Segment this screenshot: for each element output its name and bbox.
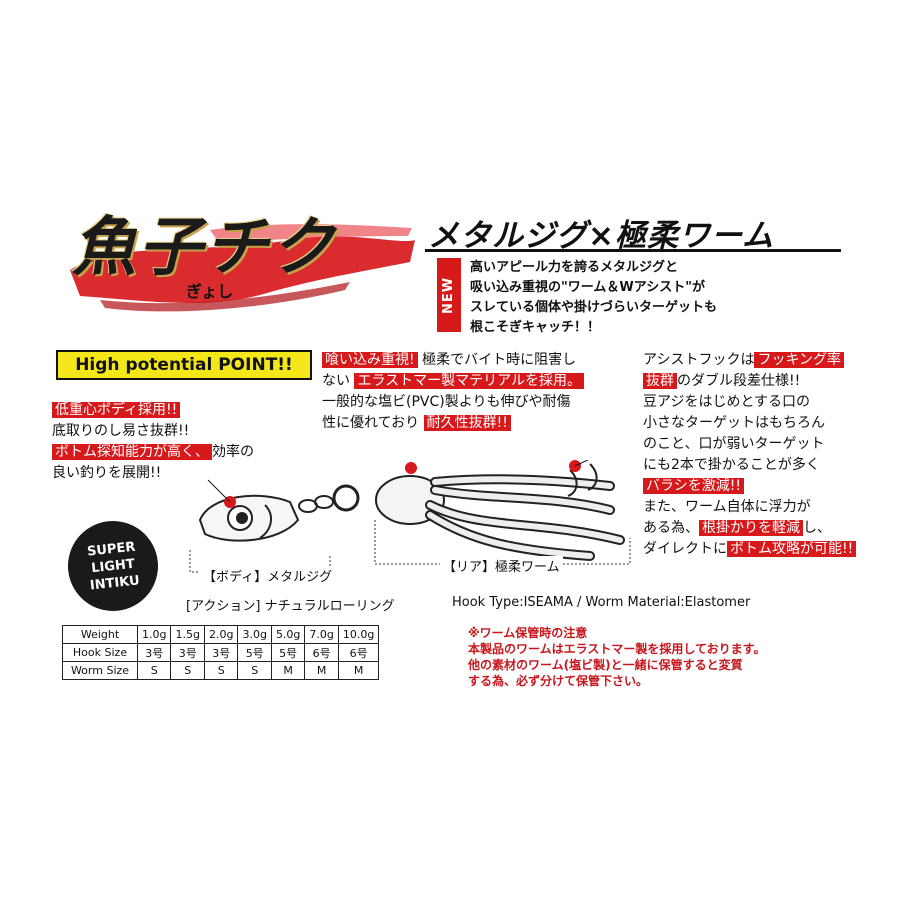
lure-illustration [189,460,631,573]
table-cell: 6号 [337,643,380,662]
hook-feature-highlight: ボトム攻略が可能!! [727,541,857,557]
product-title-ruby: ぎょし [186,282,234,301]
hook-feature-highlight: バラシを激減!! [643,478,744,494]
hook-material-info: Hook Type:ISEAMA / Worm Material:Elastom… [452,595,751,610]
intro-line: 高いアピール力を誇るメタルジグと [470,260,679,275]
notes-line: 本製品のワームはエラストマー製を採用しております。 [468,642,766,656]
notes-line: 他の素材のワーム(塩ビ製)と一緒に保管すると変質 [468,658,743,672]
worm-feature-text: ない [322,373,350,389]
storage-notes: ※ワーム保管時の注意 本製品のワームはエラストマー製を採用しております。 他の素… [468,625,765,689]
table-cell: 5号 [270,643,306,662]
body-feature-text: 効率の [212,444,254,460]
body-feature-highlight: 低重心ボディ採用!! [52,402,181,418]
hook-feature-text: ダイレクトに [643,541,727,557]
super-light-intiku-badge: SUPER LIGHT INTIKU [63,516,163,616]
table-cell: M [270,661,306,680]
body-feature: 低重心ボディ採用!! 底取りのし易さ抜群!! ボトム探知能力が高く、効率の 良い… [52,400,254,484]
hook-feature-line: 豆アジをはじめとする口の [643,394,811,410]
table-cell: S [136,661,172,680]
worm-feature-highlight: エラストマー製マテリアルを採用。 [354,373,585,389]
body-feature-highlight: ボトム探知能力が高く、 [52,444,212,460]
table-cell: 1.5g [170,625,205,644]
rear-label: 【リア】極柔ワーム [440,556,563,575]
table-row: Worm Size S S S S M M M [62,661,380,680]
table-row: Weight 1.0g 1.5g 2.0g 3.0g 5.0g 7.0g 10.… [62,625,380,644]
body-label: 【ボディ】メタルジグ [200,566,336,585]
worm-feature-text: 性に優れており [322,415,420,431]
row-header: Hook Size [62,643,138,662]
row-header: Weight [62,625,138,644]
hook-feature: アシストフックはフッキング率 抜群のダブル段差仕様!! 豆アジをはじめとする口の… [643,350,857,560]
hook-feature-text: し、 [803,520,831,536]
table-cell: S [237,661,272,680]
hook-feature-text: アシストフックは [643,352,755,368]
worm-feature-highlight: 耐久性抜群!! [423,415,511,431]
intro-text: 高いアピール力を誇るメタルジグと 吸い込み重視の"ワーム＆Wアシスト"が スレて… [470,258,870,338]
notes-line: する為、必ず分けて保管下さい。 [468,674,649,688]
table-cell: 1.0g [136,625,172,644]
new-badge: NEW [437,258,461,332]
intro-line: 吸い込み重視の"ワーム＆Wアシスト"が [470,280,705,295]
notes-line: ※ワーム保管時の注意 [468,626,588,640]
table-cell: 7.0g [304,625,339,644]
hook-feature-text: のダブル段差仕様!! [677,373,801,389]
product-subtitle: メタルジグ×極柔ワーム [428,218,775,254]
table-cell: 3.0g [237,625,272,644]
table-cell: 10.0g [337,625,380,644]
worm-feature-text: 極柔でバイト時に阻害し [422,352,577,368]
hook-feature-line: のこと、口が弱いターゲット [643,436,825,452]
table-cell: 5号 [237,643,272,662]
hook-feature-text: ある為、 [643,520,699,536]
table-row: Hook Size 3号 3号 3号 5号 5号 6号 6号 [62,643,380,662]
table-cell: M [304,661,339,680]
red-brush-stroke [70,224,415,312]
hook-feature-highlight: 抜群 [643,373,677,389]
table-cell: M [337,661,380,680]
hook-feature-line: にも2本で掛かることが多く [643,457,820,473]
table-cell: 2.0g [203,625,239,644]
spec-table: Weight 1.0g 1.5g 2.0g 3.0g 5.0g 7.0g 10.… [62,625,380,680]
intro-line: 根こそぎキャッチ！！ [470,320,601,335]
row-header: Worm Size [62,661,138,680]
table-cell: S [170,661,205,680]
worm-feature-line: 一般的な塩ビ(PVC)製よりも伸びや耐傷 [322,394,571,410]
action-label: [アクション] ナチュラルローリング [186,599,395,614]
body-feature-line: 良い釣りを展開!! [52,465,162,481]
hook-feature-highlight: フッキング率 [754,352,845,368]
new-badge-label: NEW [441,276,457,314]
hook-feature-line: 小さなターゲットはもちろん [643,415,825,431]
worm-feature-highlight: 喰い込み重視! [322,352,418,368]
subtitle-underline [425,249,841,252]
hook-feature-line: また、ワーム自体に浮力が [643,499,811,515]
intro-line: スレている個体や掛けづらいターゲットも [470,300,718,315]
table-cell: 5.0g [270,625,306,644]
table-cell: 3号 [136,643,172,662]
hook-feature-highlight: 根掛かりを軽減 [699,520,803,536]
table-cell: 3号 [170,643,205,662]
table-cell: S [203,661,239,680]
table-cell: 3号 [203,643,239,662]
body-feature-line: 底取りのし易さ抜群!! [52,423,190,439]
table-cell: 6号 [304,643,339,662]
high-potential-banner: High potential POINT!! [56,350,312,380]
worm-feature: 喰い込み重視! 極柔でバイト時に阻害し ない エラストマー製マテリアルを採用。 … [322,350,585,434]
product-title: 魚子チク [72,210,336,285]
